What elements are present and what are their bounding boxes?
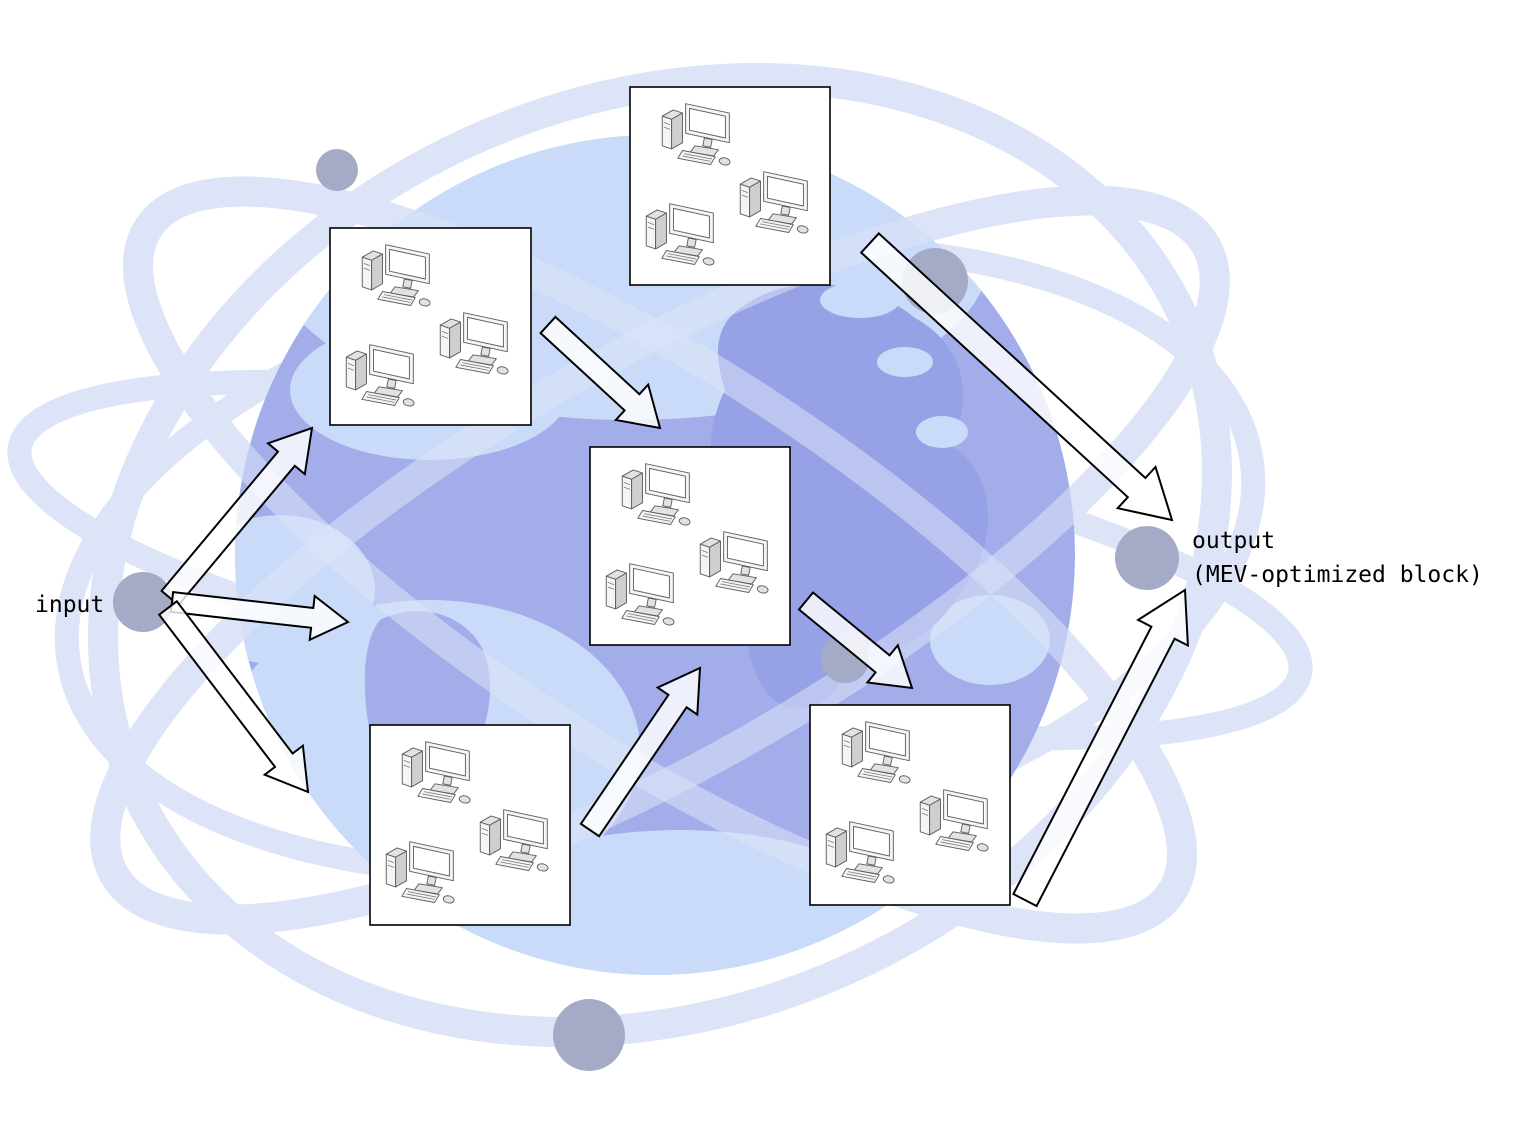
cluster-box-lower-left — [369, 724, 571, 926]
globe-land — [916, 416, 968, 448]
arrow-upper-left-to-center — [539, 315, 662, 430]
input-label: input — [35, 592, 104, 618]
satellite-node-output — [1115, 526, 1179, 590]
arrow-input-to-lower-left — [157, 599, 310, 794]
arrow-lower-right-to-output — [1012, 588, 1189, 908]
orbit-ring — [123, 176, 1197, 944]
cluster-box-upper-left — [329, 227, 532, 426]
globe-land — [877, 347, 933, 377]
orbit-ring — [88, 63, 1232, 1047]
arrow-top-to-output — [859, 231, 1174, 522]
satellite-node — [316, 149, 358, 191]
output-label: output — [1192, 528, 1275, 554]
globe-land — [820, 282, 900, 318]
satellite-node — [553, 999, 625, 1071]
orbit-ring — [90, 185, 1230, 935]
orbit-rings-front — [88, 63, 1232, 1047]
cluster-box-top — [629, 86, 831, 286]
arrow-input-to-upper-left — [160, 426, 314, 607]
arrow-input-to-center — [169, 590, 350, 642]
output-sublabel: (MEV-optimized block) — [1192, 562, 1483, 588]
cluster-box-lower-right — [809, 704, 1011, 906]
flow-arrows — [157, 231, 1189, 908]
cluster-box-center — [589, 446, 791, 646]
arrow-center-to-lower-right — [797, 591, 914, 690]
satellite-node-input — [113, 572, 173, 632]
arrow-lower-left-to-center — [579, 666, 702, 838]
